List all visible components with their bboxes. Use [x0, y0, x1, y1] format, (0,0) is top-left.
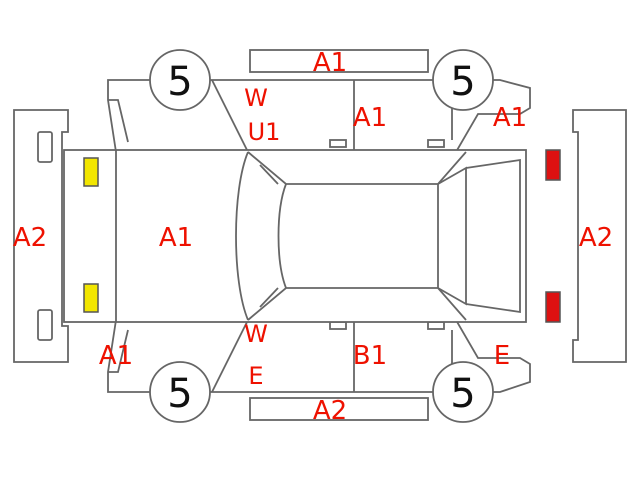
code-bottom-front-fender: A1	[99, 341, 133, 371]
code-roof-strip-top: A1	[313, 48, 347, 78]
tire-rating-rear-right: 5	[450, 371, 475, 417]
code-bottom-pillar-e: E	[248, 362, 263, 390]
rear-lamp-right	[545, 291, 561, 323]
front-bumper	[13, 109, 69, 363]
tire-rating-front-left: 5	[167, 59, 192, 105]
code-top-pillar-w: W	[244, 84, 268, 112]
code-roof-strip-bottom: A2	[313, 396, 347, 426]
roof-strip-bottom	[249, 397, 429, 421]
code-hood: A1	[159, 223, 193, 253]
rear-bumper	[572, 109, 627, 363]
wheel-front-left: 5	[149, 49, 211, 111]
roof-strip-top	[249, 49, 429, 73]
wheel-rear-right: 5	[432, 361, 494, 423]
code-top-rear-door: A1	[353, 103, 387, 133]
wheel-rear-left: 5	[432, 49, 494, 111]
rear-lamp-left	[545, 149, 561, 181]
code-bottom-pillar-w: W	[244, 320, 268, 348]
code-bottom-rear-quarter: E	[494, 341, 510, 371]
code-top-pillar-u1: U1	[248, 118, 281, 146]
code-front-bumper: A2	[13, 223, 47, 253]
tire-rating-front-right: 5	[167, 371, 192, 417]
front-lamp-left	[83, 157, 99, 187]
top-view-body	[63, 149, 527, 323]
front-lamp-right	[83, 283, 99, 313]
wheel-front-right: 5	[149, 361, 211, 423]
code-top-rear-quarter: A1	[493, 103, 527, 133]
code-bottom-rear-door: B1	[353, 341, 387, 371]
tire-rating-rear-left: 5	[450, 59, 475, 105]
code-rear-bumper: A2	[579, 223, 613, 253]
